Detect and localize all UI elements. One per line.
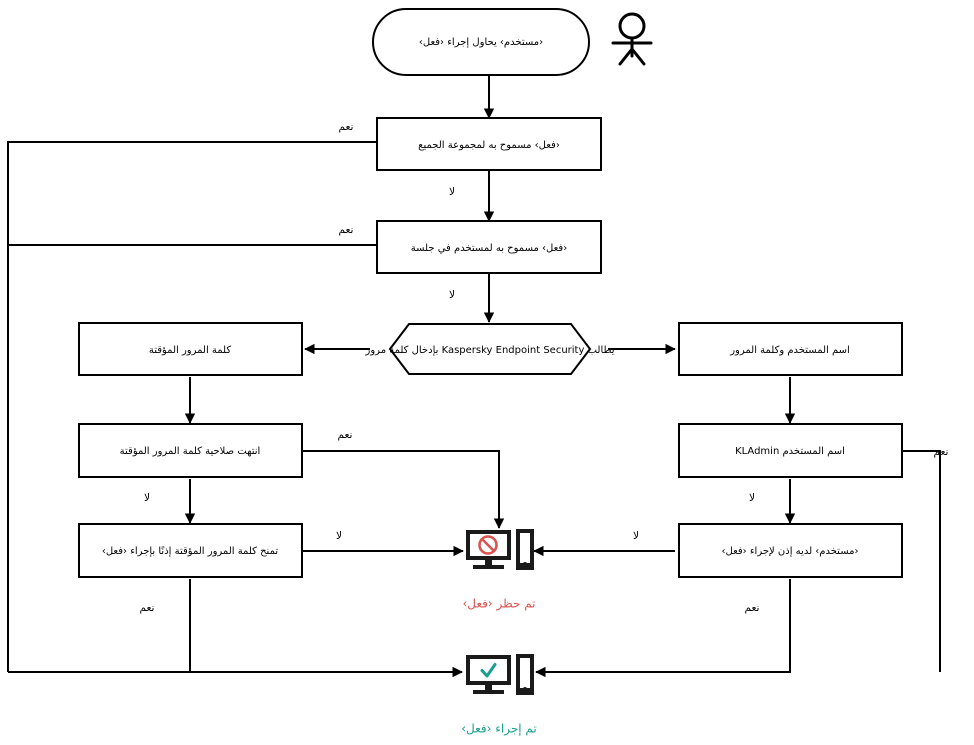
edge-label-everyone-yes: نعم [339,121,354,133]
node-temp-password-expired: انتهت صلاحية كلمة المرور المؤقتة [78,423,303,478]
allowed-status-label: تم إجراء ‹فعل› [461,722,537,737]
node-temp-password-label: كلمة المرور المؤقتة [149,345,232,356]
edge-expired-yes-to-blocked [302,450,505,529]
edge-label-session-yes: نعم [339,224,354,236]
node-user-has-permission: ‹مستخدم› لديه إذن لإجراء ‹فعل› [678,523,903,578]
edge-label-expired-no: لا [144,492,150,504]
node-kladmin-user: اسم المستخدم KLAdmin [678,423,903,478]
node-temp-password: كلمة المرور المؤقتة [78,322,303,376]
blocked-status-label: تم حظر ‹فعل› [462,597,535,612]
edge-label-grants-yes: نعم [140,602,155,614]
edge-label-session-no: لا [449,289,455,301]
edge-label-permission-no: لا [633,530,639,542]
edge-kladmin-yes [901,450,941,672]
edge-label-everyone-no: لا [449,186,455,198]
edge-label-kladmin-yes: نعم [934,446,949,458]
node-username-password: اسم المستخدم وكلمة المرور [678,322,903,376]
node-everyone-allowed: ‹فعل› مسموح به لمجموعة الجميع [376,117,602,171]
node-session-user-allowed: ‹فعل› مسموح به لمستخدم في جلسة [376,220,602,274]
node-temp-password-expired-label: انتهت صلاحية كلمة المرور المؤقتة [120,446,261,457]
edge-everyone-yes [7,141,377,672]
node-start-label: ‹مستخدم› يحاول إجراء ‹فعل› [419,37,543,48]
monitor-check-icon [466,654,534,695]
node-kes-prompt-label: يطالب Kaspersky Endpoint Security بإدخال… [365,345,615,356]
user-actor-icon [611,12,653,66]
edge-label-permission-yes: نعم [745,602,760,614]
node-everyone-allowed-label: ‹فعل› مسموح به لمجموعة الجميع [418,140,560,151]
edge-label-kladmin-no: لا [749,492,755,504]
node-start: ‹مستخدم› يحاول إجراء ‹فعل› [372,8,590,76]
node-kladmin-user-label: اسم المستخدم KLAdmin [735,446,845,457]
node-username-password-label: اسم المستخدم وكلمة المرور [729,345,850,356]
monitor-blocked-icon [466,529,534,570]
node-user-has-permission-label: ‹مستخدم› لديه إذن لإجراء ‹فعل› [722,546,859,557]
edge-label-expired-yes: نعم [338,429,353,441]
node-kes-prompt: يطالب Kaspersky Endpoint Security بإدخال… [365,323,615,375]
node-temp-password-grants-label: تمنح كلمة المرور المؤقتة إذنًا بإجراء ‹ف… [102,546,279,557]
edge-permission-yes-to-allowed [535,579,791,678]
node-temp-password-grants: تمنح كلمة المرور المؤقتة إذنًا بإجراء ‹ف… [78,523,303,578]
node-session-user-allowed-label: ‹فعل› مسموح به لمستخدم في جلسة [411,243,567,254]
edge-grants-yes-to-allowed [189,579,463,678]
edge-label-grants-no: لا [336,530,342,542]
